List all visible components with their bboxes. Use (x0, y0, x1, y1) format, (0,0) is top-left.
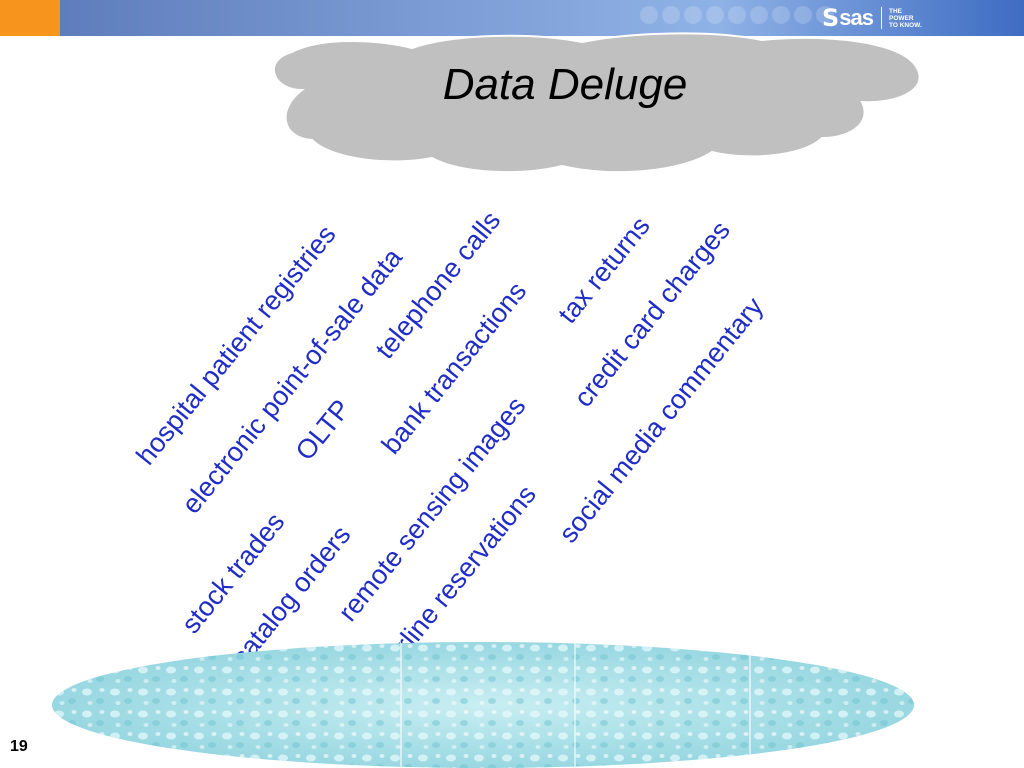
sas-logo: S sas THE POWER TO KNOW. (822, 4, 929, 32)
brand-tagline: THE POWER TO KNOW. (889, 7, 922, 29)
decorative-dots (640, 6, 834, 24)
page-number: 19 (10, 738, 28, 755)
header-bar: S sas THE POWER TO KNOW. (0, 0, 1024, 36)
accent-block (0, 0, 60, 36)
term-oltp: OLTP (289, 393, 357, 467)
cloud-shape (272, 32, 921, 174)
slide-title: Data Deluge (442, 60, 688, 109)
water-pool (52, 642, 914, 768)
term-credit-card-charges: credit card charges (568, 215, 736, 413)
brand-name: sas (839, 5, 874, 30)
brand-divider (881, 7, 883, 29)
sas-logo-icon: S (822, 4, 840, 32)
term-social-media-commentary: social media commentary (553, 291, 769, 549)
